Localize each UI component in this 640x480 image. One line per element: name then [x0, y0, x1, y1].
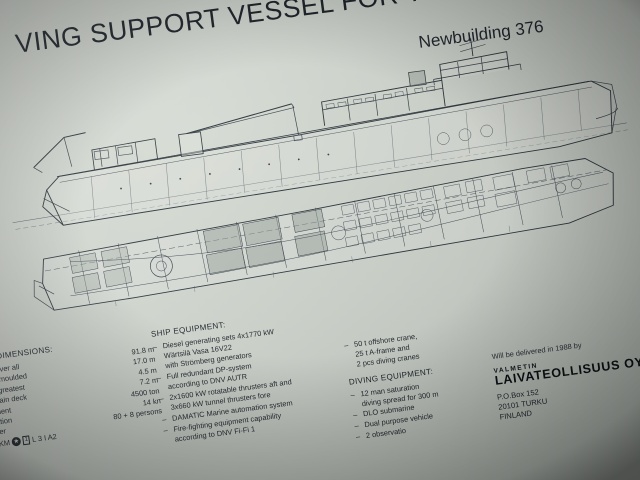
diving-equipment-block: – 50 t offshore crane, 25 t A-frame and …	[344, 330, 444, 444]
class-star-icon: ★	[11, 437, 22, 448]
class-notation-prefix: KM	[0, 437, 11, 449]
deck-equipment-text: 50 t offshore crane, 25 t A-frame and 2 …	[353, 331, 421, 369]
vessel-technical-drawing	[0, 18, 640, 350]
ship-equipment-block: SHIP EQUIPMENT: – Diesel generating sets…	[151, 313, 298, 447]
main-dimensions-block: N DIMENSIONS: h over all 91.8 m h, mould…	[0, 332, 164, 450]
builder-block: Will be delivered in 1988 by VALMETIN LA…	[491, 333, 640, 423]
class-notation-suffix: L 3 I A2	[31, 431, 58, 444]
deck-equipment-item: – 50 t offshore crane, 25 t A-frame and …	[344, 330, 434, 372]
class-box-icon: 1	[22, 435, 31, 446]
